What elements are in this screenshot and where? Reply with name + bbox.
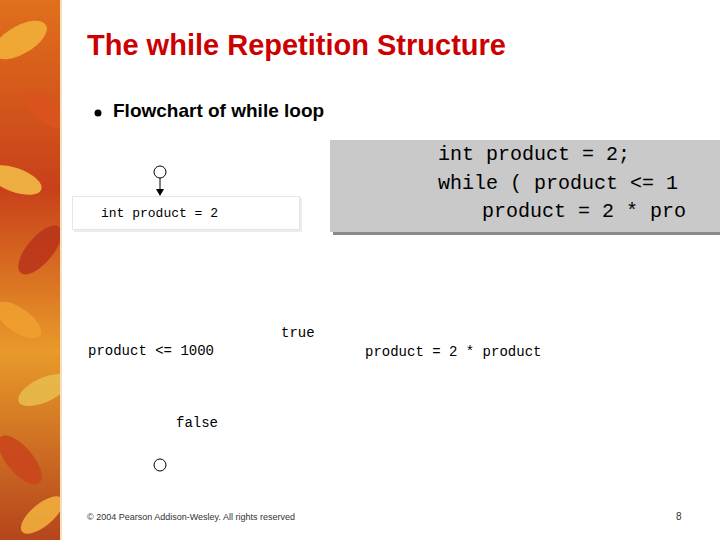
start-circle [154,166,166,178]
start-arrow [160,178,161,190]
slide-title: The while Repetition Structure [87,28,506,63]
branch-label: false [176,415,218,432]
code-text: while ( product <= 1 [438,172,678,196]
bullet-dot [95,110,102,117]
arrow-head [156,189,164,196]
bullet-text: Flowchart of while loop [113,100,324,123]
code-text: int product = 2; [438,143,630,167]
code-text: int product = 2 [101,206,218,222]
branch-label: true [281,325,315,342]
copyright-note: © 2004 Pearson Addison-Wesley. All right… [87,512,295,523]
process-box: int product = 2 [72,196,300,230]
end-circle [154,459,166,471]
decision-text: product <= 1000 [88,343,214,360]
process-text: product = 2 * product [365,344,541,361]
page-number: 8 [676,511,682,523]
code-text: product = 2 * pro [482,200,686,224]
code-box: int product = 2; while ( product <= 1 prod… [330,140,720,232]
